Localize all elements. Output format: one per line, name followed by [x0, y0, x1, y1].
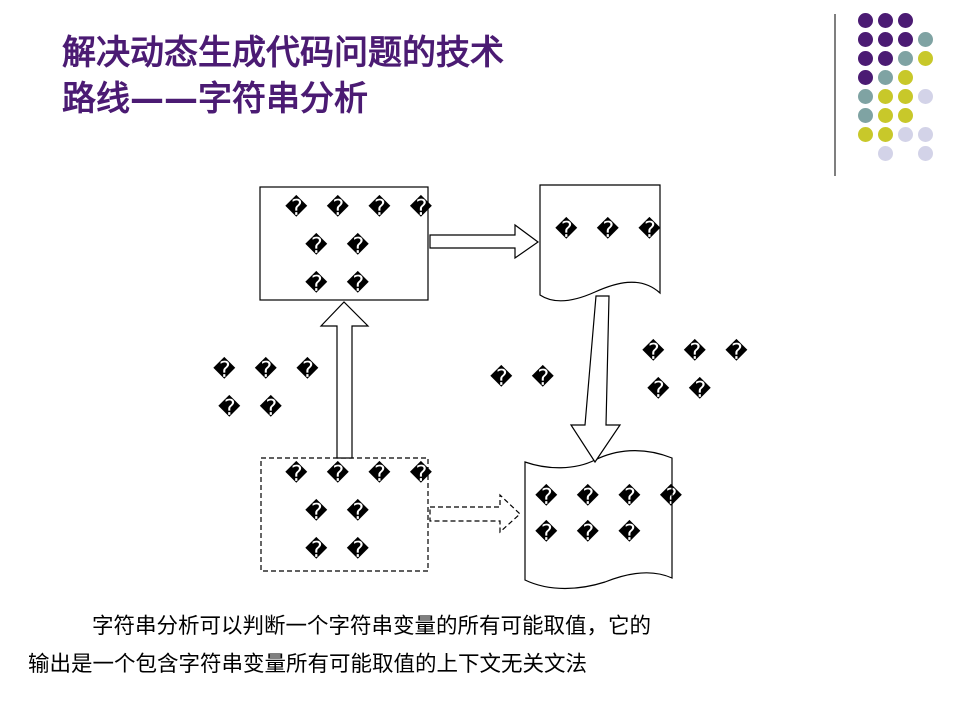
dot — [878, 89, 893, 104]
slide-caption: 字符串分析可以判断一个字符串变量的所有可能取值，它的 输出是一个包含字符串变量所… — [28, 608, 928, 684]
dot — [918, 51, 933, 66]
left-edge-label: � � � � � — [213, 352, 325, 428]
dot — [858, 32, 873, 47]
title-line-1: 解决动态生成代码问题的技术 — [62, 33, 504, 73]
dot — [898, 127, 913, 142]
bottom-left-box-line-1: � � � � — [285, 462, 439, 487]
top-left-box — [259, 186, 429, 301]
middle-edge-line-1: � � — [490, 366, 561, 391]
right-edge-line-2: � � — [646, 378, 718, 403]
dot — [898, 32, 913, 47]
bottom-left-box-label: � � � � � � � � — [285, 456, 439, 570]
dot — [858, 13, 873, 28]
divider-line — [834, 14, 836, 176]
bottom-right-doc-label: � � � � � � � — [535, 480, 689, 552]
arrow-up — [319, 301, 370, 459]
top-left-box-line-3: � � — [304, 272, 376, 297]
bottom-left-dashed-box — [260, 457, 429, 572]
dot — [878, 127, 893, 142]
top-right-document — [539, 184, 661, 302]
bottom-left-box-line-2: � � — [304, 500, 376, 525]
top-left-box-line-1: � � � � — [285, 196, 439, 221]
caption-line-1: 字符串分析可以判断一个字符串变量的所有可能取值，它的 — [28, 608, 928, 646]
dot — [898, 70, 913, 85]
dot — [858, 89, 873, 104]
bottom-right-document — [524, 450, 673, 590]
slide-title: 解决动态生成代码问题的技术 路线——字符串分析 — [62, 30, 504, 122]
bottom-right-doc-line-2: � � � — [535, 521, 647, 546]
dot — [898, 13, 913, 28]
left-edge-line-2: � � — [217, 396, 289, 421]
arrow-down — [569, 295, 622, 464]
dot — [858, 108, 873, 123]
arrow-right-solid — [429, 223, 540, 260]
dot — [878, 108, 893, 123]
dot — [858, 51, 873, 66]
right-edge-label: � � � � � — [642, 334, 754, 410]
right-edge-line-1: � � � — [642, 340, 754, 365]
dot — [878, 32, 893, 47]
caption-line-2: 输出是一个包含字符串变量所有可能取值的上下文无关文法 — [28, 652, 588, 677]
top-right-doc-line-1: � � � — [555, 218, 667, 243]
dot — [858, 70, 873, 85]
dot — [878, 146, 893, 161]
dot — [918, 32, 933, 47]
dot — [898, 108, 913, 123]
dot — [878, 70, 893, 85]
dot — [918, 89, 933, 104]
dot — [878, 51, 893, 66]
top-left-box-line-2: � � — [304, 234, 376, 259]
dot — [898, 51, 913, 66]
dot — [858, 127, 873, 142]
arrow-right-dashed — [429, 493, 521, 534]
title-line-2: 路线——字符串分析 — [62, 79, 368, 119]
top-left-box-label: � � � � � � � � — [285, 190, 439, 304]
dot — [918, 146, 933, 161]
top-right-doc-label: � � � — [555, 214, 667, 248]
caption-line-1-text: 字符串分析可以判断一个字符串变量的所有可能取值，它的 — [92, 614, 652, 639]
bottom-right-doc-line-1: � � � � — [535, 485, 689, 510]
dot — [918, 127, 933, 142]
dot — [878, 13, 893, 28]
bottom-left-box-line-3: � � — [304, 538, 376, 563]
dot — [898, 89, 913, 104]
middle-edge-label: � � — [490, 362, 560, 396]
left-edge-line-1: � � � — [213, 358, 325, 383]
